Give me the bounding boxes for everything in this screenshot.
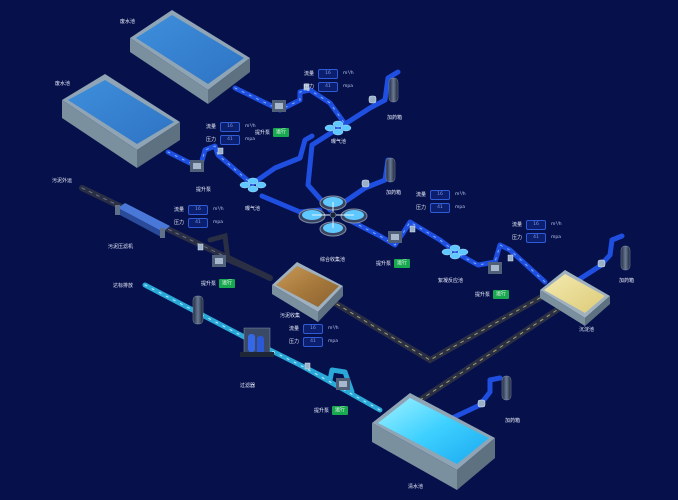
dosing-3-label: 加药箱 (619, 278, 635, 284)
waste-pool-2[interactable] (62, 74, 180, 168)
pump-status-1: 提升泵 运行 (255, 128, 290, 137)
pump-status-2: 提升泵 运行 (376, 259, 411, 268)
dosing-2-label: 加药箱 (386, 190, 402, 196)
pressure-value: 41 (318, 81, 338, 92)
aeration-2-label: 曝气池 (245, 206, 261, 212)
pressure-value: 41 (526, 232, 546, 243)
pump-1[interactable] (272, 100, 286, 112)
flow-value: 16 (430, 189, 450, 200)
comprehensive-collection-label: 综合收集池 (320, 257, 346, 263)
sludge-pipes (79, 185, 563, 403)
pressure-value: 41 (430, 202, 450, 213)
pump-4[interactable] (488, 262, 502, 274)
pump-status-4: 提升泵 运行 (201, 279, 236, 288)
water-pipes (142, 69, 625, 423)
aeration-tank-2[interactable] (239, 177, 267, 193)
dosing-tank-filter-side[interactable] (192, 295, 204, 325)
waste-pool-1[interactable] (130, 10, 250, 104)
dosing-tank-1[interactable] (388, 77, 399, 103)
running-badge[interactable]: 运行 (273, 128, 290, 137)
flow-value: 16 (220, 121, 240, 132)
dosing-tank-2[interactable] (385, 157, 396, 183)
flow-value: 16 (318, 68, 338, 79)
sludge-export-label: 污泥外运 (52, 178, 73, 184)
coagulation-label: 絮凝反应池 (438, 278, 464, 284)
dosing-tank-4[interactable] (501, 375, 512, 401)
running-badge[interactable]: 运行 (493, 290, 510, 299)
sludge-collection-label: 污泥收集 (280, 313, 301, 319)
sludge-collection-tank[interactable] (272, 262, 343, 322)
flow-value: 16 (526, 219, 546, 230)
dosing-4-label: 加药箱 (505, 418, 521, 424)
pump-status-3: 提升泵 运行 (475, 290, 510, 299)
sludge-press-label: 污泥压滤机 (108, 244, 134, 250)
waste-pool-2-label: 废水池 (55, 81, 71, 87)
waste-pool-1-label: 废水池 (120, 19, 136, 25)
clean-water-pool[interactable] (372, 393, 495, 490)
clean-pool-label: 清水池 (408, 484, 424, 490)
flow-value: 16 (188, 204, 208, 215)
pump-2[interactable] (190, 160, 204, 172)
lift-pump-idle-label: 提升泵 (196, 187, 212, 193)
coagulation-tank[interactable] (441, 244, 469, 260)
discharge-label: 达标排放 (113, 283, 134, 289)
running-badge[interactable]: 运行 (332, 406, 349, 415)
filter-label: 过滤器 (240, 383, 256, 389)
sludge-press[interactable] (115, 203, 170, 238)
flow-value: 16 (303, 323, 323, 334)
pump-3[interactable] (388, 231, 402, 243)
sedimentation-label: 沉淀池 (579, 327, 595, 333)
comprehensive-collection-tank[interactable] (298, 195, 368, 237)
aeration-tank-1[interactable] (324, 120, 352, 136)
dosing-1-label: 加药箱 (387, 115, 403, 121)
aeration-1-label: 曝气池 (331, 139, 347, 145)
pressure-value: 41 (220, 134, 240, 145)
pressure-value: 41 (303, 336, 323, 347)
pump-6[interactable] (336, 378, 350, 390)
valves[interactable] (197, 83, 606, 408)
running-badge[interactable]: 运行 (394, 259, 411, 268)
sedimentation-tank[interactable] (540, 270, 610, 326)
pump-status-5: 提升泵 运行 (314, 406, 349, 415)
dosing-tank-3[interactable] (620, 245, 631, 271)
pump-5[interactable] (212, 255, 226, 267)
filter-unit[interactable] (240, 327, 274, 357)
pressure-value: 41 (188, 217, 208, 228)
running-badge[interactable]: 运行 (219, 279, 236, 288)
